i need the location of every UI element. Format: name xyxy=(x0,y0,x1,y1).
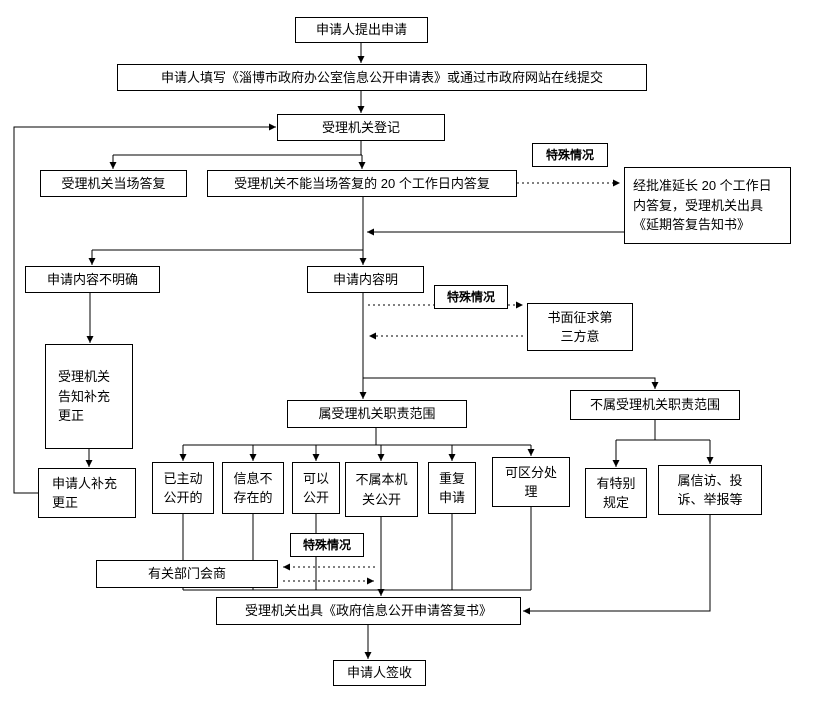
node-third-party-opinion: 书面征求第三方意 xyxy=(527,303,633,351)
node-fill-form: 申请人填写《淄博市政府办公室信息公开申请表》或通过市政府网站在线提交 xyxy=(117,64,647,91)
node-in-scope: 属受理机关职责范围 xyxy=(287,400,467,428)
node-consult: 有关部门会商 xyxy=(96,560,278,588)
node-sign: 申请人签收 xyxy=(333,660,426,686)
node-applicant-supplement: 申请人补充更正 xyxy=(38,468,136,518)
node-petition-report: 属信访、投诉、举报等 xyxy=(658,465,762,515)
node-onspot-reply: 受理机关当场答复 xyxy=(40,170,187,197)
node-notify-supplement: 受理机关告知补充更正 xyxy=(45,344,133,449)
node-out-of-scope: 不属受理机关职责范围 xyxy=(570,390,740,420)
node-applicant-submit: 申请人提出申请 xyxy=(295,17,428,43)
node-repeated-apply: 重复申请 xyxy=(428,462,476,514)
node-not-this-org: 不属本机关公开 xyxy=(345,462,418,517)
node-special-rule: 有特别规定 xyxy=(585,468,647,518)
node-reply-doc: 受理机关出具《政府信息公开申请答复书》 xyxy=(216,597,521,625)
node-can-public: 可以公开 xyxy=(292,462,340,514)
node-not-exist: 信息不存在的 xyxy=(222,462,284,514)
node-special-case-2: 特殊情况 xyxy=(434,285,508,309)
node-reply-20days: 受理机关不能当场答复的 20 个工作日内答复 xyxy=(207,170,517,197)
node-extension-notice: 经批准延长 20 个工作日内答复，受理机关出具《延期答复告知书》 xyxy=(624,167,791,244)
node-special-case-3: 特殊情况 xyxy=(290,533,364,557)
node-special-case-1: 特殊情况 xyxy=(532,143,608,167)
node-already-public: 已主动公开的 xyxy=(152,462,214,514)
node-register: 受理机关登记 xyxy=(277,114,445,141)
node-content-unclear: 申请内容不明确 xyxy=(25,266,160,293)
node-partial-handle: 可区分处理 xyxy=(492,457,570,507)
node-content-clear: 申请内容明 xyxy=(307,266,424,293)
